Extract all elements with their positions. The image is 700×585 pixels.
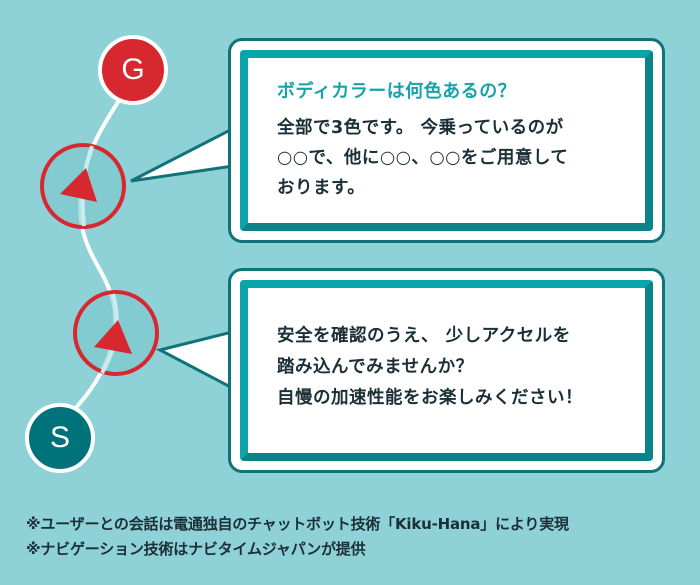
bot-answer-line: 全部で3色です。 今乗っているのが	[277, 118, 564, 138]
bot-message-line: 自慢の加速性能をお楽しみください！	[277, 388, 583, 408]
bubble-frame	[240, 280, 653, 461]
chat-bubble-2: 安全を確認のうえ、 少しアクセルを 踏み込んでみませんか？ 自慢の加速性能をお楽…	[228, 268, 665, 473]
footnote-chatbot-credit: ※ユーザーとの会話は電通独自のチャットボット技術「Kiku-Hana」により実現	[26, 515, 569, 533]
bot-answer-line: おります。	[277, 178, 366, 198]
start-marker-label: S	[49, 421, 70, 454]
bubble-1-tail	[130, 122, 242, 183]
direction-arrow-icon	[60, 168, 97, 202]
bot-message-line: 安全を確認のうえ、 少しアクセルを	[277, 326, 571, 346]
bot-answer-line: ○○で、他に○○、○○をご用意して	[277, 148, 569, 168]
footnotes: ※ユーザーとの会話は電通独自のチャットボット技術「Kiku-Hana」により実現…	[26, 512, 569, 562]
bubble-content: 安全を確認のうえ、 少しアクセルを 踏み込んでみませんか？ 自慢の加速性能をお楽…	[277, 321, 638, 414]
bubble-frame	[240, 50, 653, 231]
direction-arrow-icon	[94, 320, 132, 354]
goal-pin-icon	[98, 35, 168, 105]
position-marker-2	[73, 290, 159, 376]
bot-message-line: 踏み込んでみませんか？	[277, 357, 474, 377]
chat-bubble-1: ボディカラーは何色あるの？ 全部で3色です。 今乗っているのが ○○で、他に○○…	[228, 38, 665, 243]
bubble-content: ボディカラーは何色あるの？ 全部で3色です。 今乗っているのが ○○で、他に○○…	[277, 79, 638, 203]
footnote-navigation-credit: ※ナビゲーション技術はナビタイムジャパンが提供	[26, 540, 366, 558]
goal-marker-label: G	[121, 53, 145, 86]
user-question: ボディカラーは何色あるの？	[277, 81, 517, 102]
position-marker-1	[40, 143, 126, 229]
start-pin-icon	[25, 403, 95, 473]
